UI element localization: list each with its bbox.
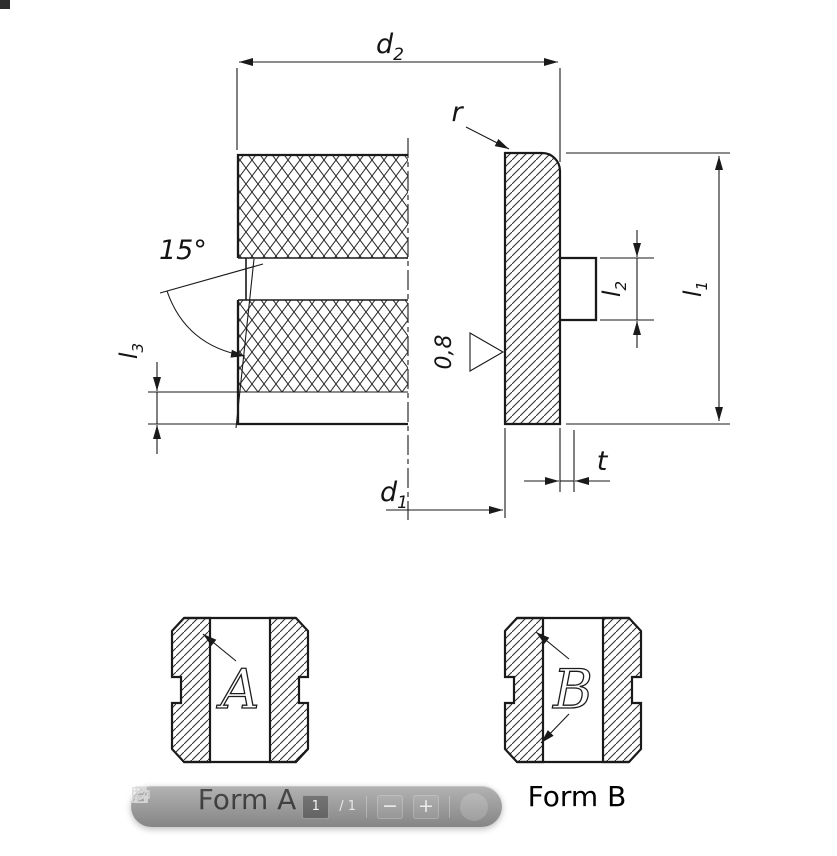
page-number-input[interactable]: 1 [302,794,330,819]
pen-tool-icon [133,787,148,803]
toolbar-divider [449,795,450,818]
knurled-body [236,153,408,426]
dim-label-l2: l2 [598,281,630,297]
groove-angle-callout: 15° [159,235,264,429]
zoom-out-button[interactable]: − [377,794,403,819]
dim-label-d1: d1 [380,477,408,513]
form-a-letter: A [216,658,260,721]
form-b-letter: B [552,658,593,721]
surface-finish-callout: 0,8 [432,332,505,372]
dim-label-l1: l1 [679,281,711,297]
angle-label: 15° [159,235,207,266]
dim-label-l3: l3 [115,343,147,359]
roughness-label: 0,8 [432,335,457,370]
dimension-d1: d1 [380,428,506,518]
dim-label-r: r [451,97,464,128]
zoom-in-button[interactable]: + [413,794,439,819]
pdf-floating-toolbar: 1 / 1 − + [131,786,502,827]
dim-label-d2: d2 [376,29,404,65]
flange-section [503,151,598,426]
toolbar-divider [366,795,367,818]
dimension-t: t [524,428,610,492]
form-b-label: Form B [528,780,627,813]
page-count-label: / 1 [339,799,356,814]
window-corner-artifact [0,0,10,9]
print-button[interactable] [132,786,163,809]
save-button[interactable] [132,787,149,809]
dimension-r: r [451,97,510,150]
dimension-l1: l1 [566,152,730,425]
dim-label-t: t [597,446,609,477]
dimension-d2: d2 [236,29,561,162]
pen-tool-button[interactable] [133,787,488,821]
dimension-l2: l2 [598,230,654,348]
dimension-l3: l3 [115,343,242,454]
form-b-view: B [503,616,643,764]
form-a-view: A [170,616,310,764]
